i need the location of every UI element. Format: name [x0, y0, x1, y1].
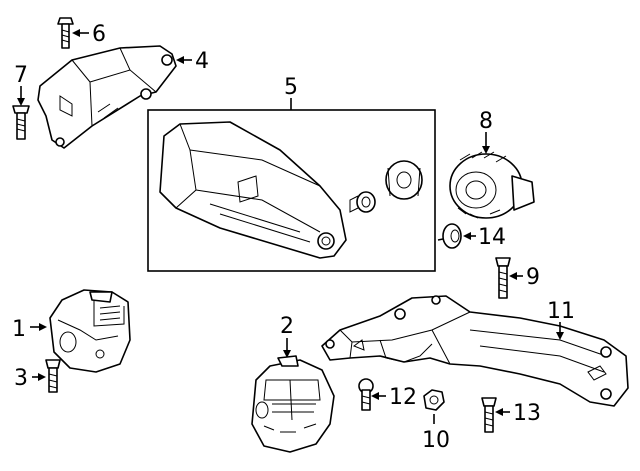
callout-5: 5 — [284, 75, 298, 110]
callout-2-number: 2 — [280, 314, 294, 339]
part-13-bolt[interactable] — [481, 397, 497, 433]
callout-13-number: 13 — [513, 401, 541, 426]
part-3-bolt[interactable] — [45, 359, 61, 393]
callout-14-number: 14 — [478, 225, 506, 250]
callout-6: 6 — [72, 22, 106, 47]
part-11-crossmember[interactable] — [321, 295, 629, 407]
callout-9: 9 — [509, 265, 540, 290]
callout-7: 7 — [14, 63, 28, 106]
callout-14: 14 — [463, 225, 506, 250]
part-2-engine-mount[interactable] — [251, 355, 335, 453]
part-1-engine-mount[interactable] — [49, 289, 131, 373]
callout-3: 3 — [14, 366, 46, 391]
callout-1-number: 1 — [12, 317, 26, 342]
part-5-large-bushing[interactable] — [385, 160, 423, 200]
part-10-nut[interactable] — [423, 389, 445, 411]
callout-8: 8 — [479, 109, 493, 154]
callout-4: 4 — [176, 49, 209, 74]
part-5-group-box — [147, 109, 436, 272]
callout-13: 13 — [495, 401, 541, 426]
part-5-heat-shield[interactable] — [159, 121, 347, 259]
part-5-small-bushing[interactable] — [349, 191, 376, 213]
callout-12: 12 — [371, 385, 417, 410]
callout-11: 11 — [547, 299, 575, 340]
callout-3-number: 3 — [14, 366, 28, 391]
part-14-mount[interactable] — [437, 223, 462, 249]
callout-2: 2 — [280, 314, 294, 358]
part-12-bolt[interactable] — [358, 378, 374, 411]
callout-10: 10 — [422, 414, 450, 453]
part-6-bolt[interactable] — [57, 17, 74, 49]
part-4-bracket[interactable] — [37, 45, 177, 149]
callout-1: 1 — [12, 317, 47, 342]
callout-11-number: 11 — [547, 299, 575, 324]
callout-6-number: 6 — [92, 22, 106, 47]
callout-10-number: 10 — [422, 428, 450, 453]
callout-4-number: 4 — [195, 49, 209, 74]
part-8-mount[interactable] — [449, 151, 535, 219]
callout-5-number: 5 — [284, 75, 298, 100]
part-7-bolt[interactable] — [12, 105, 30, 140]
callout-7-number: 7 — [14, 63, 28, 88]
part-9-bolt[interactable] — [495, 257, 511, 299]
callout-12-number: 12 — [389, 385, 417, 410]
callout-8-number: 8 — [479, 109, 493, 134]
callout-9-number: 9 — [526, 265, 540, 290]
